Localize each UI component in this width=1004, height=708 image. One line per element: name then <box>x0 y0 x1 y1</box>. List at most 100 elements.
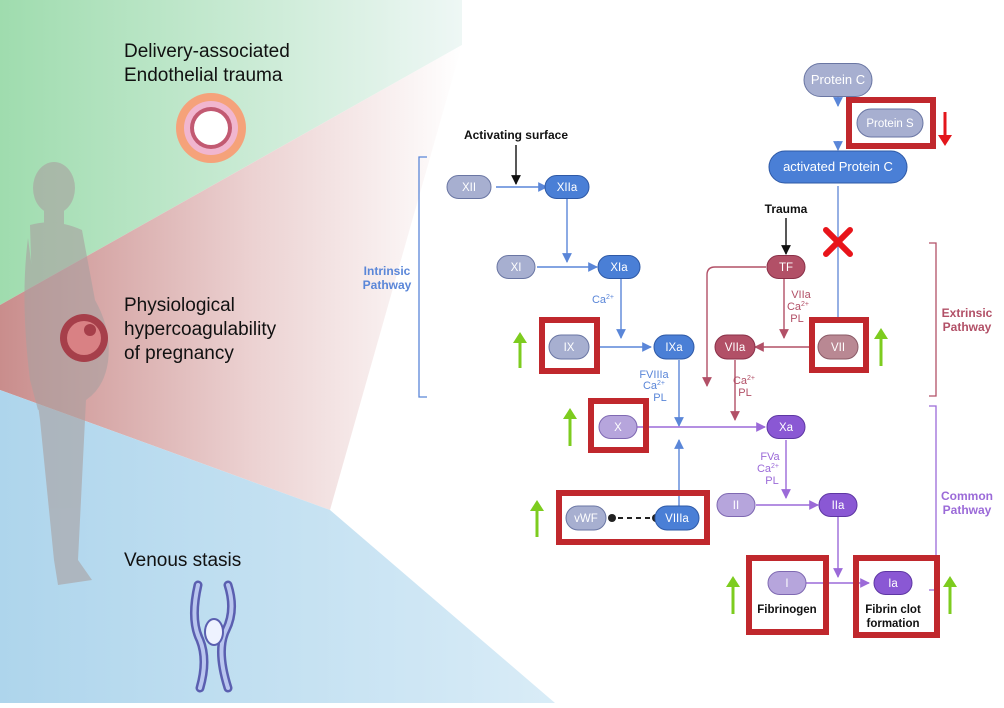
intrinsic-bracket <box>418 156 427 398</box>
factor-xi-pill <box>496 255 536 279</box>
increase-arrow-1 <box>563 408 577 446</box>
factor-tf: TF <box>766 255 806 279</box>
factor-proteinc-label: Protein C <box>811 72 865 87</box>
fva-label: FVa <box>760 451 780 463</box>
factor-proteinc: Protein C <box>803 63 873 97</box>
factor-xa: Xa <box>766 415 806 439</box>
decrease-arrow-4 <box>938 112 952 146</box>
ca-ix-label: Ca2+ <box>592 294 614 306</box>
factor-i-pill <box>767 571 807 595</box>
factor-apc-pill <box>768 150 908 184</box>
venous-stasis-label: Venous stasis <box>124 550 242 571</box>
factor-xii-label: XII <box>462 182 476 194</box>
inhibition-x-mark <box>823 227 853 257</box>
viia-ca-label: Ca2+ <box>787 301 809 313</box>
common-pathway-label-1: Common <box>941 489 993 503</box>
factor-ii-pill <box>716 493 756 517</box>
factor-proteinc-pill <box>803 63 873 97</box>
factor-xi-label: XI <box>511 262 522 274</box>
factor-viiia: VIIIa <box>654 505 700 531</box>
highlight-boxes <box>539 97 940 638</box>
factor-xii-pill <box>446 175 492 199</box>
factor-xiia-label: XIIa <box>557 182 578 194</box>
extrinsic-pathway-label-2: Pathway <box>943 320 992 334</box>
fibrin-clot-label-2: formation <box>866 618 919 630</box>
increase-arrow-2 <box>530 500 544 537</box>
factor-proteins: Protein S <box>856 108 924 138</box>
factor-iia-label: IIa <box>832 500 845 512</box>
factor-xia-label: XIa <box>610 262 628 274</box>
fva-pl-label: PL <box>765 475 778 487</box>
fetus-icon <box>60 314 108 362</box>
intrinsic-arrows <box>496 97 846 516</box>
varicose-vein-icon <box>190 580 236 693</box>
factor-ii: II <box>716 493 756 517</box>
blood-vessel-icon <box>176 93 246 163</box>
hypercoagulability-region <box>0 45 462 510</box>
intrinsic-pathway-label-2: Pathway <box>363 278 412 292</box>
factor-i: I <box>767 571 807 595</box>
factor-iia: IIa <box>818 493 858 517</box>
factor-viia-pill <box>714 334 756 360</box>
intrinsic-pathway-label-1: Intrinsic <box>364 264 411 278</box>
increase-arrow-5 <box>726 576 740 614</box>
factor-vii-pill <box>817 334 859 360</box>
extrinsic-pathway-label-1: Extrinsic <box>942 306 993 320</box>
factor-apc-label: activated Protein C <box>783 159 893 174</box>
vwf-viiia-link <box>608 514 660 522</box>
viia-cofactor-label: VIIa <box>791 289 811 301</box>
factor-viia: VIIa <box>714 334 756 360</box>
factor-ia-pill <box>873 571 913 595</box>
factor-x-pill <box>598 415 638 439</box>
factor-ixa: IXa <box>653 334 695 360</box>
common-bracket <box>929 405 937 591</box>
factor-xa-pill <box>766 415 806 439</box>
extrinsic-bracket <box>929 242 937 397</box>
factor-ia: Ia <box>873 571 913 595</box>
factor-ia-label: Ia <box>888 578 898 590</box>
factor-x: X <box>598 415 638 439</box>
fviiia-pl-label: PL <box>653 392 666 404</box>
factor-ix: IX <box>548 334 590 360</box>
factor-viia-label: VIIa <box>725 342 746 354</box>
increase-arrow-3 <box>874 328 888 366</box>
extrinsic-arrows <box>702 266 811 421</box>
factor-vwf-label: vWF <box>574 513 598 525</box>
factor-vii-label: VII <box>831 342 845 354</box>
fibrinogen-label: Fibrinogen <box>757 604 816 616</box>
common-arrows <box>636 422 870 588</box>
status-arrows <box>513 112 957 614</box>
factor-apc: activated Protein C <box>768 150 908 184</box>
factor-xa-label: Xa <box>779 422 794 434</box>
factor-proteins-label: Protein S <box>866 118 914 130</box>
factor-viiia-pill <box>654 505 700 531</box>
fibrin-clot-label-1: Fibrin clot <box>865 604 921 616</box>
factor-ix-label: IX <box>564 342 575 354</box>
factor-vwf: vWF <box>565 505 607 531</box>
factor-xia-pill <box>597 255 641 279</box>
activating-surface-label: Activating surface <box>464 128 568 142</box>
viia-pl-label: PL <box>790 313 803 325</box>
tf-ca-label: Ca2+ <box>733 375 755 387</box>
factor-tf-pill <box>766 255 806 279</box>
factor-ixa-pill <box>653 334 695 360</box>
endothelial-trauma-label: Delivery-associated Endothelial trauma <box>124 41 290 86</box>
factor-proteins-pill <box>856 108 924 138</box>
hypercoagulability-label: Physiological hypercoagulability of preg… <box>124 295 277 364</box>
tf-pl-label: PL <box>738 387 751 399</box>
fviiia-label: FVIIIa <box>639 369 669 381</box>
factor-iia-pill <box>818 493 858 517</box>
factor-xia: XIa <box>597 255 641 279</box>
fva-ca-label: Ca2+ <box>757 463 779 475</box>
factor-xiia-pill <box>544 175 590 199</box>
factor-xii: XII <box>446 175 492 199</box>
factor-x-label: X <box>614 422 622 434</box>
common-pathway-label-2: Pathway <box>943 503 992 517</box>
factor-xiia: XIIa <box>544 175 590 199</box>
fviiia-ca-label: Ca2+ <box>643 380 665 392</box>
factor-ix-pill <box>548 334 590 360</box>
increase-arrow-0 <box>513 332 527 368</box>
